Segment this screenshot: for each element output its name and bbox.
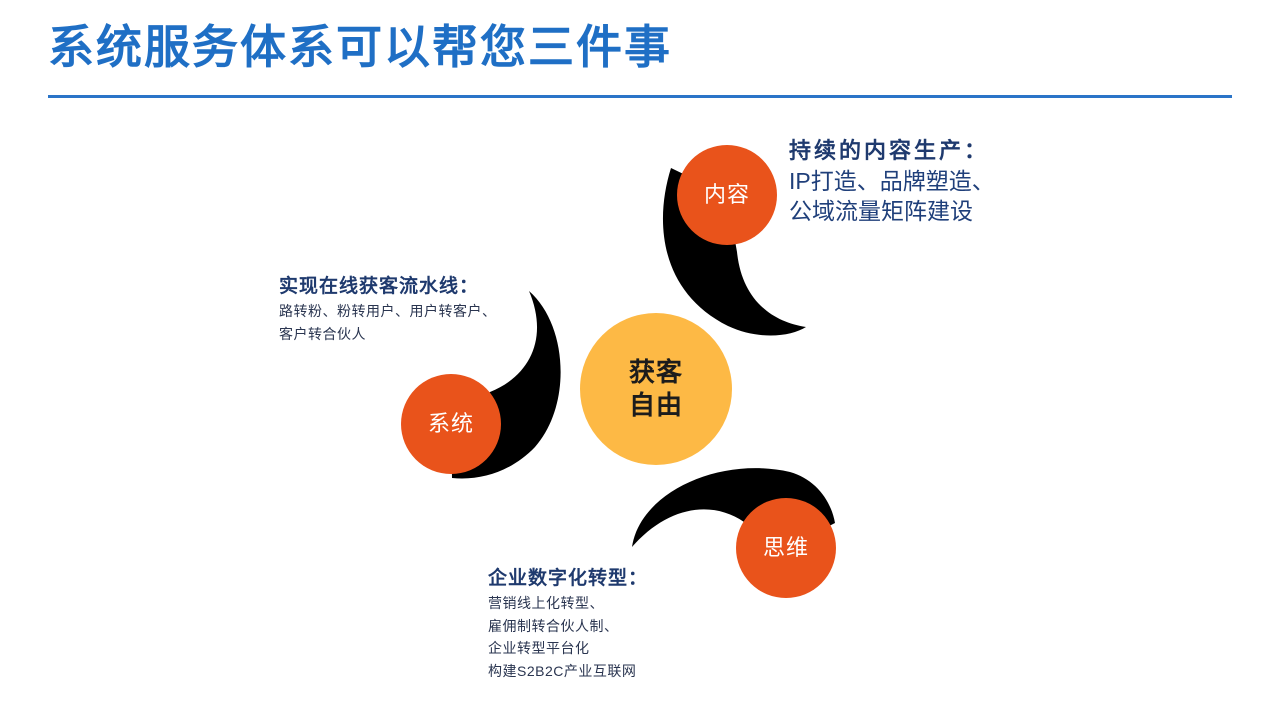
slide-title: 系统服务体系可以帮您三件事 bbox=[48, 21, 672, 73]
thinking-line: 雇佣制转合伙人制、 bbox=[488, 617, 619, 634]
thinking-line: 企业转型平台化 bbox=[488, 640, 590, 656]
title-underline bbox=[48, 95, 1232, 98]
system-line: 客户转合伙人 bbox=[279, 325, 366, 342]
thinking-line: 构建S2B2C产业互联网 bbox=[488, 662, 637, 679]
system-description: 实现在线获客流水线： 路转粉、粉转用户、用户转客户、 客户转合伙人 bbox=[279, 273, 497, 345]
thinking-line: 营销线上化转型、 bbox=[488, 595, 604, 611]
center-label-line2: 自由 bbox=[628, 390, 683, 420]
center-circle: 获客 自由 bbox=[580, 313, 732, 465]
node-thinking: 思维 bbox=[736, 498, 836, 598]
content-line: 公域流量矩阵建设 bbox=[789, 198, 973, 224]
center-label-line1: 获客 bbox=[628, 357, 683, 387]
node-content: 内容 bbox=[677, 145, 777, 245]
system-heading: 实现在线获客流水线： bbox=[279, 276, 480, 297]
node-thinking-label: 思维 bbox=[762, 535, 809, 560]
content-heading: 持续的内容生产： bbox=[789, 138, 990, 163]
node-system: 系统 bbox=[401, 374, 501, 474]
thinking-description: 企业数字化转型： 营销线上化转型、 雇佣制转合伙人制、 企业转型平台化 构建S2… bbox=[488, 565, 648, 682]
content-description: 持续的内容生产： IP打造、品牌塑造、 公域流量矩阵建设 bbox=[789, 136, 995, 226]
content-line: IP打造、品牌塑造、 bbox=[789, 168, 995, 194]
thinking-heading: 企业数字化转型： bbox=[488, 568, 649, 589]
node-content-label: 内容 bbox=[703, 182, 750, 207]
node-system-label: 系统 bbox=[427, 411, 474, 436]
system-line: 路转粉、粉转用户、用户转客户、 bbox=[279, 303, 497, 319]
